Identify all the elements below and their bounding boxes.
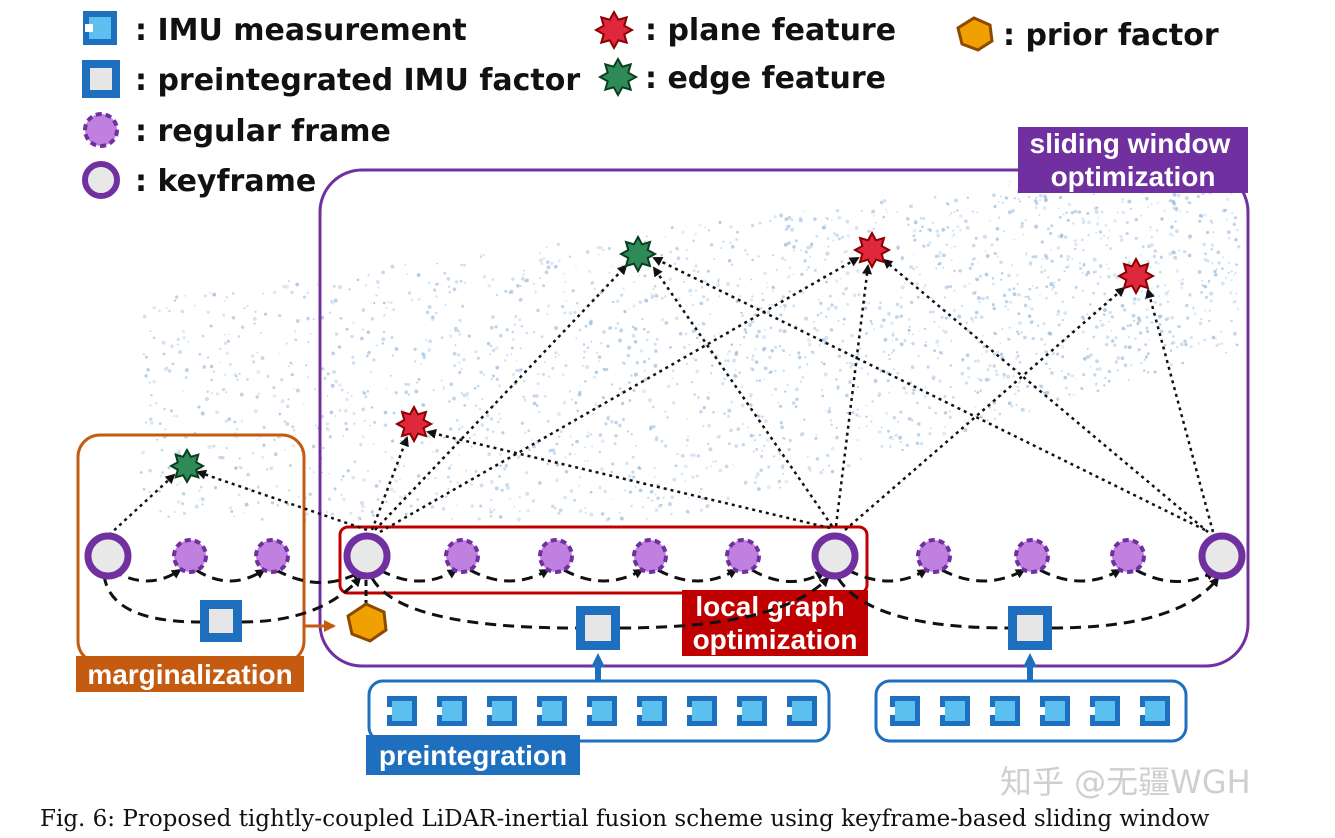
feature-edge <box>370 436 409 531</box>
frames <box>84 532 1246 580</box>
preintegrated-factor-inner <box>209 609 233 633</box>
imu-measurements-group-2 <box>888 696 1170 726</box>
feature-edge <box>374 264 628 531</box>
plane-feature <box>852 230 892 270</box>
imu-measurement-icon <box>938 696 970 726</box>
imu-measurement-icon <box>988 696 1020 726</box>
legend-preintegrated-imu-factor: : preintegrated IMU factor <box>135 63 580 98</box>
sliding-window-label-line1: sliding window <box>1030 128 1231 159</box>
imu-measurement-icon <box>585 696 617 726</box>
frame-edge <box>379 568 458 583</box>
figure-caption: Fig. 6: Proposed tightly-coupled LiDAR-i… <box>40 806 1210 832</box>
legend-imu-measurement: : IMU measurement <box>135 13 467 48</box>
keyframe-node <box>343 532 391 580</box>
frame-edge <box>847 568 928 583</box>
feature-edge <box>652 256 1206 532</box>
regular-frame-node <box>538 538 574 574</box>
legend-prior-factor: : prior factor <box>1003 18 1219 53</box>
preintegrated-factor-inner <box>1017 615 1043 641</box>
sliding-window-label-bg <box>1018 127 1248 193</box>
preintegration-label-bg <box>366 735 580 775</box>
frame-edge <box>469 568 550 583</box>
regular-frame-node <box>1110 538 1146 574</box>
imu-measurement-legend-icon <box>83 11 117 45</box>
feature-edge <box>108 473 176 536</box>
imu-measurement-icon <box>485 696 517 726</box>
imu-measurement-icon <box>535 696 567 726</box>
preintegrated-factor-inner <box>585 615 611 641</box>
frame-edge <box>751 568 826 583</box>
regular-frame-node <box>172 538 208 574</box>
plane-feature <box>394 404 434 444</box>
feature-edges <box>108 256 1215 536</box>
feature-edge <box>844 286 1126 531</box>
feature-edge <box>834 264 872 527</box>
local-graph-box <box>338 525 869 595</box>
imu-measurement-icon <box>1088 696 1120 726</box>
legend-plane-feature: : plane feature <box>645 13 896 48</box>
frame-edge <box>657 568 738 583</box>
marginalization-label-bg <box>76 656 304 692</box>
plane-feature <box>1116 256 1156 296</box>
keyframe-node <box>811 532 859 580</box>
legend-keyframe: : keyframe <box>135 164 316 199</box>
imu-measurement-icon <box>635 696 667 726</box>
watermark: 知乎 @无疆WGH <box>1000 763 1251 801</box>
regular-frame-node <box>1014 538 1050 574</box>
feature-edge <box>652 266 834 527</box>
marginalization-label: marginalization <box>87 659 292 690</box>
regular-frame-node <box>444 538 480 574</box>
legend-regular-frame: : regular frame <box>135 114 391 149</box>
preintegrated-factor <box>200 600 242 642</box>
keyframe-node <box>84 532 132 580</box>
feature-edge <box>196 469 368 532</box>
feature-edge <box>426 428 831 530</box>
imu-measurement-icon <box>435 696 467 726</box>
local-graph-label-line2: optimization <box>693 624 858 655</box>
preintegration-label: preintegration <box>379 740 567 771</box>
frame-edge <box>275 568 362 584</box>
regular-frame-node <box>254 538 290 574</box>
imu-measurement-icon <box>1038 696 1070 726</box>
frame-edge <box>941 568 1026 583</box>
frame-edge <box>563 568 644 583</box>
regular-frame-legend-icon <box>83 112 119 148</box>
legend: : IMU measurement : preintegrated IMU fa… <box>82 9 1219 199</box>
imu-measurement-icon <box>385 696 417 726</box>
plane-feature-legend-icon <box>593 9 635 51</box>
frame-edge <box>195 568 266 583</box>
keyframe-legend-icon <box>82 161 120 199</box>
keyframe-node <box>1198 532 1246 580</box>
imu-measurement-icon <box>685 696 717 726</box>
imu-measurement-icon <box>888 696 920 726</box>
feature-edge <box>882 258 1209 533</box>
legend-edge-feature: : edge feature <box>645 61 886 96</box>
edge-feature <box>618 234 658 274</box>
preintegrated-factor <box>1008 606 1052 650</box>
preintegrated-imu-factor-legend-icon <box>82 60 120 98</box>
regular-frame-node <box>725 538 761 574</box>
regular-frame-node <box>916 538 952 574</box>
edge-feature <box>168 447 206 485</box>
imu-measurement-icon <box>1138 696 1170 726</box>
preintegrated-edge <box>102 575 360 624</box>
imu-measurements-group-1 <box>385 696 817 726</box>
feature-edge <box>379 256 860 534</box>
preintegrated-factor <box>576 606 620 650</box>
prior-factor-node <box>346 602 388 643</box>
edge-feature-legend-icon <box>597 56 639 98</box>
preintegrated-edge <box>370 578 828 630</box>
local-graph-label-line1: local graph <box>695 591 844 622</box>
preintegrated-edge <box>836 578 1218 630</box>
sliding-window-label-line2: optimization <box>1051 161 1216 192</box>
frame-edge <box>1135 568 1216 583</box>
prior-factor-legend-icon <box>956 16 994 52</box>
sliding-window-box <box>318 168 1250 668</box>
imu-measurement-icon <box>735 696 767 726</box>
imu-measurement-icon <box>785 696 817 726</box>
frame-edge <box>1039 568 1122 583</box>
regular-frame-node <box>632 538 668 574</box>
